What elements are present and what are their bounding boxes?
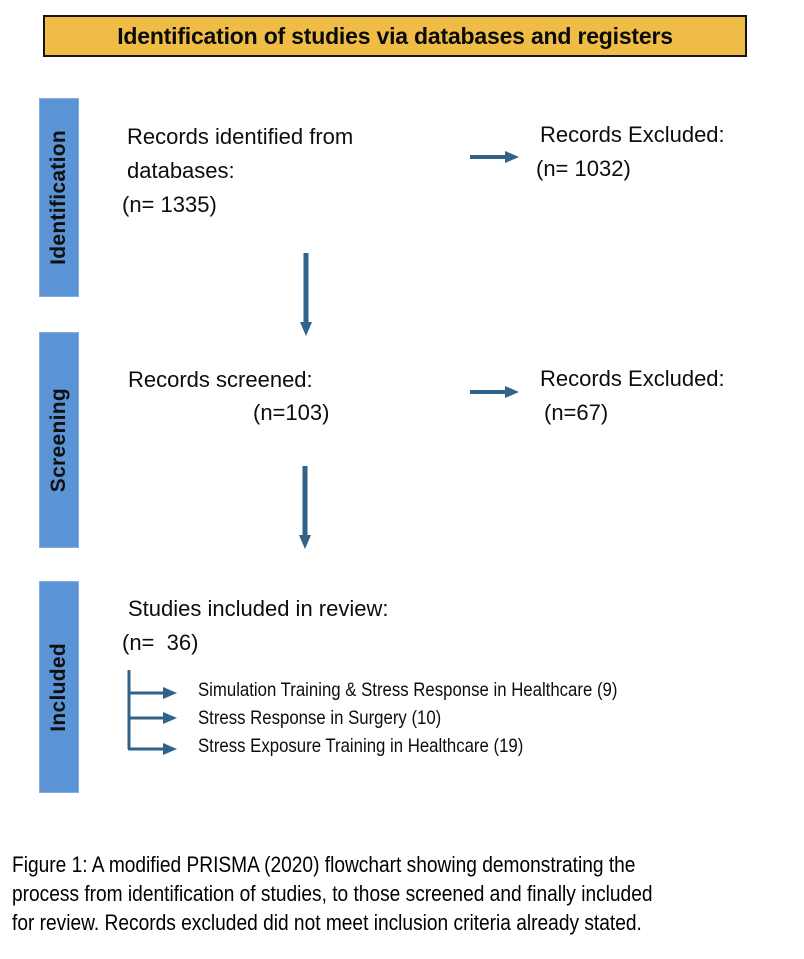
- figure-caption-line: process from identification of studies, …: [12, 881, 653, 906]
- stage-label-included: Included: [47, 642, 70, 732]
- node-records-identified-line2: databases:: [127, 158, 235, 183]
- node-records-screened-count: (n=103): [253, 400, 330, 425]
- node-records-excluded1-count: (n= 1032): [536, 156, 631, 181]
- included-category-item: Stress Exposure Training in Healthcare (…: [198, 735, 524, 757]
- stage-label-screening: Screening: [47, 387, 70, 493]
- figure-caption: Figure 1: A modified PRISMA (2020) flowc…: [12, 850, 652, 937]
- node-studies-included: Studies included in review: (n= 36): [122, 592, 388, 660]
- stage-box-identification: Identification: [39, 98, 79, 297]
- banner-title: Identification of studies via databases …: [117, 22, 673, 49]
- included-category-item: Stress Response in Surgery (10): [198, 707, 442, 729]
- figure-caption-line: for review. Records excluded did not mee…: [12, 910, 642, 935]
- node-records-identified-count: (n= 1335): [122, 192, 217, 217]
- node-records-excluded-screening: Records Excluded: (n=67): [536, 362, 725, 430]
- stage-box-included: Included: [39, 581, 79, 793]
- node-records-identified: Records identified from databases: (n= 1…: [122, 120, 353, 222]
- node-records-screened-line1: Records screened:: [128, 367, 313, 392]
- included-category-item: Simulation Training & Stress Response in…: [198, 679, 618, 701]
- included-category-list: Simulation Training & Stress Response in…: [198, 676, 617, 760]
- node-records-excluded2-line1: Records Excluded:: [540, 366, 725, 391]
- node-records-excluded-identification: Records Excluded: (n= 1032): [536, 118, 725, 186]
- node-records-screened: Records screened: (n=103): [122, 363, 329, 429]
- title-banner: Identification of studies via databases …: [43, 15, 747, 57]
- stage-box-screening: Screening: [39, 332, 79, 548]
- figure-caption-line: Figure 1: A modified PRISMA (2020) flowc…: [12, 852, 636, 877]
- node-records-excluded2-count: (n=67): [544, 400, 609, 425]
- node-records-excluded1-line1: Records Excluded:: [540, 122, 725, 147]
- node-studies-included-count: (n= 36): [122, 630, 199, 655]
- stage-label-identification: Identification: [47, 130, 70, 265]
- node-records-identified-line1: Records identified from: [127, 124, 354, 149]
- node-studies-included-line1: Studies included in review:: [128, 596, 389, 621]
